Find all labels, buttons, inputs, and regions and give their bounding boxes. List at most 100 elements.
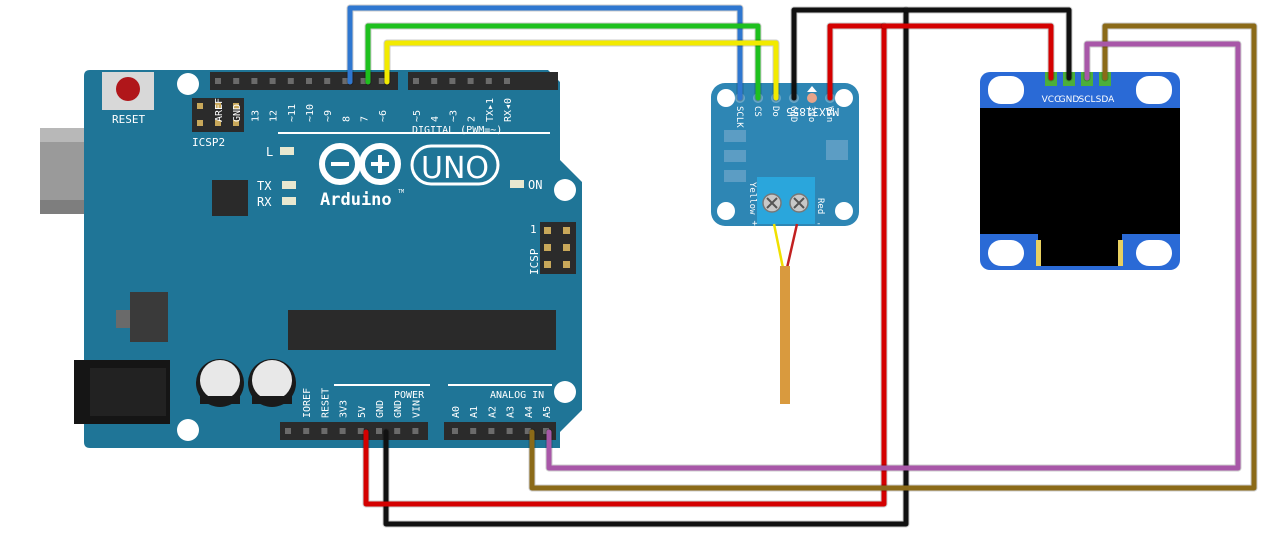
digital-pin-label: 8	[341, 116, 352, 122]
max-pin-label: CS	[752, 106, 762, 117]
header-pin	[342, 78, 349, 84]
wire-oled-gnd-black-outline	[902, 6, 1073, 82]
digital-pin-label: TX▸1	[485, 98, 496, 122]
led-rx-label: RX	[257, 195, 272, 209]
header-pin	[360, 78, 367, 84]
microcontroller	[288, 310, 556, 350]
icsp-label: ICSP	[528, 248, 541, 275]
wire-scl-brown	[529, 23, 1257, 491]
mount-hole	[554, 381, 576, 403]
header-pin	[303, 428, 310, 434]
analog-pin-label: A3	[506, 406, 517, 418]
power-label: POWER	[394, 390, 425, 401]
header-pin	[467, 78, 474, 84]
arduino-logo	[319, 143, 402, 185]
max-chip-label: MAX31855	[786, 105, 839, 118]
oled-pin-label: SCL	[1078, 95, 1095, 105]
board-pcb	[84, 70, 582, 448]
header-pin	[543, 428, 549, 434]
header-pin	[524, 428, 531, 434]
header-pin	[504, 78, 510, 84]
capacitor	[196, 359, 244, 407]
wire-do-yellow	[384, 40, 779, 101]
wire-gnd-black	[383, 7, 909, 527]
led-rx	[282, 197, 296, 205]
header-pin	[394, 428, 401, 434]
digital-pin-label: GND	[232, 104, 243, 122]
arduino-brand-label: Arduino	[320, 190, 392, 210]
header-pin	[339, 428, 346, 434]
digital-pin-label: ~9	[323, 110, 334, 122]
max-pin-label: Vin	[824, 106, 834, 122]
digital-pin-label: ~5	[412, 110, 423, 122]
max-pin-label: 3Vo	[806, 106, 816, 122]
analog-label: ANALOG IN	[490, 390, 544, 401]
header-pin	[485, 78, 492, 84]
wires	[346, 4, 1258, 528]
digital-pin-label: RX◂0	[503, 98, 514, 122]
header-pin	[321, 428, 328, 434]
digital-pin-label: ~11	[287, 104, 298, 122]
digital-pin-label: ~3	[448, 110, 459, 122]
max-pin-label: SCLK	[734, 106, 744, 128]
digital-label: DIGITAL (PWM=~)	[412, 125, 502, 136]
wire-cs-green	[365, 23, 761, 101]
led-l-label: L	[266, 145, 273, 159]
header-pin	[506, 428, 513, 434]
red-terminal-label: Red	[815, 198, 825, 214]
minus-label: -	[816, 219, 821, 229]
capacitor	[248, 359, 296, 407]
analog-pin-label: A1	[469, 406, 480, 418]
header-pin	[449, 78, 456, 84]
icsp2-label: ICSP2	[192, 136, 225, 149]
digital-pin-label: 4	[430, 116, 441, 122]
reset-label: RESET	[112, 113, 145, 126]
digital-pin-label: ~6	[378, 110, 389, 122]
max-pin-label: GND	[788, 106, 798, 122]
mount-hole	[554, 179, 576, 201]
analog-pin-label: A5	[542, 406, 553, 418]
power-pin-label: 3V3	[339, 400, 350, 418]
header-pin	[413, 78, 419, 84]
mount-hole	[177, 419, 199, 441]
power-header	[280, 422, 428, 440]
voltage-regulator	[130, 292, 168, 342]
digital-pin-label: 13	[250, 110, 261, 122]
header-pin	[378, 78, 385, 84]
header-pin	[215, 78, 221, 84]
uno-badge	[410, 144, 500, 186]
analog-pin-label: A0	[451, 406, 462, 418]
power-pin-label: RESET	[320, 388, 331, 418]
digital-pin-label: 12	[269, 110, 280, 122]
header-pin	[412, 428, 419, 434]
digital-pin-label: AREF	[214, 98, 225, 122]
header-pin	[233, 78, 240, 84]
header-pin	[287, 78, 294, 84]
analog-pin-label: A4	[524, 406, 535, 418]
header-pin	[269, 78, 276, 84]
icsp-header	[540, 222, 576, 274]
max-pin-label: Do	[770, 106, 780, 117]
icsp2-header	[192, 98, 244, 132]
max-pcb	[711, 83, 859, 226]
analog-pin-label: A2	[487, 406, 498, 418]
yellow-terminal-label: Yellow	[747, 182, 757, 215]
header-pin	[376, 428, 382, 434]
led-on-label: ON	[528, 178, 542, 192]
plus-label: +	[752, 219, 758, 229]
thermocouple-probe	[772, 223, 799, 404]
power-pin-label: IOREF	[302, 388, 313, 418]
digital-pin-label: ~10	[305, 104, 316, 122]
power-pin-label: GND	[393, 400, 404, 418]
wire-vin-red	[363, 23, 887, 507]
header-pin	[324, 78, 331, 84]
oled-pin-label: SDA	[1096, 95, 1115, 105]
analog-header	[444, 422, 556, 440]
uno-label: UNO	[421, 151, 489, 186]
usb-chip	[212, 180, 248, 216]
digital-pin-label: 7	[360, 116, 371, 122]
